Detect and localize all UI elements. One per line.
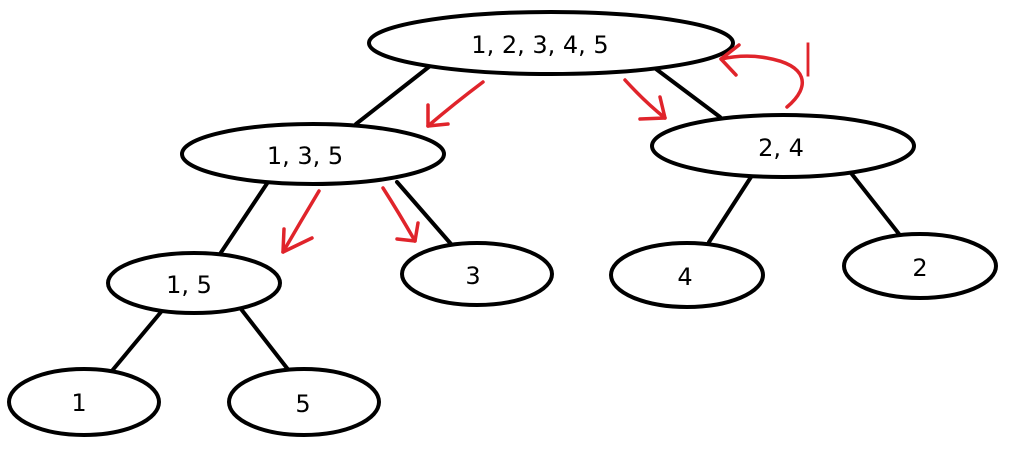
tree-node-leaf-5-shape [227,367,381,437]
edge-left-left-left [218,180,270,256]
tree-node-right-left-shape [609,241,765,309]
tree-nodes: 1, 2, 3, 4, 5 1, 3, 5 2, 4 1, 5 3 4 2 1 [7,10,998,437]
tree-node-leaf-1-shape [7,367,161,437]
red-arrow-root-to-right-head [638,95,667,121]
tree-node-right-left: 4 [609,241,765,309]
tree-node-left-left-shape [106,251,282,315]
red-arrow-left-to-left-right-head [395,221,420,243]
tree-node-right-label: 2, 4 [758,134,804,162]
red-arrow-root-to-left [426,80,485,128]
edge-root-right [650,64,722,119]
return-mark: | [802,38,813,78]
tree-node-left-right-shape [400,241,554,307]
edge-right-right-left [707,175,753,244]
red-arrow-left-to-left-right-shaft [381,186,417,243]
tree-node-right-right: 2 [842,232,998,300]
red-arrow-right-to-root [719,43,805,109]
tree-node-right: 2, 4 [650,113,916,179]
tree-node-right-shape [650,113,916,179]
traversal-annotations: | [281,38,814,254]
tree-edges [109,64,901,374]
tree-node-left-right: 3 [400,241,554,307]
tree-node-root-shape [367,10,735,76]
tree-node-leaf-5: 5 [227,367,381,437]
red-arrow-root-to-left-head [426,103,450,128]
red-arrow-left-to-left-left-head [281,227,314,254]
tree-node-right-right-shape [842,232,998,300]
edge-left-left-leaf-5 [239,307,292,374]
red-arrow-root-to-right-shaft [623,78,667,120]
tree-node-left-label: 1, 3, 5 [267,142,343,170]
edge-right-right-right [849,171,901,236]
tree-node-left: 1, 3, 5 [180,122,446,186]
tree-node-left-left-label: 1, 5 [166,271,212,299]
edge-left-left-right [395,180,453,246]
tree-node-right-right-label: 2 [912,254,927,282]
tree-node-left-shape [180,122,446,186]
tree-node-leaf-1-label: 1 [71,389,86,417]
tree-node-right-left-label: 4 [677,263,692,291]
tree-node-root-label: 1, 2, 3, 4, 5 [471,31,608,59]
red-arrow-root-to-left-shaft [426,80,485,128]
red-arrow-right-to-root-shaft [719,54,805,109]
tree-node-root: 1, 2, 3, 4, 5 [367,10,735,76]
red-arrow-root-to-right [623,78,667,121]
tree-node-leaf-1: 1 [7,367,161,437]
tree-node-left-right-label: 3 [465,262,480,290]
tree-node-leaf-5-label: 5 [295,390,310,418]
red-arrow-left-to-left-left-shaft [281,189,321,254]
red-arrow-left-to-left-left [281,189,321,254]
edge-left-left-leaf-1 [109,310,163,374]
edge-root-left [354,64,432,126]
red-arrow-left-to-left-right [381,186,420,243]
red-arrow-right-to-root-head [719,43,741,77]
tree-node-left-left: 1, 5 [106,251,282,315]
